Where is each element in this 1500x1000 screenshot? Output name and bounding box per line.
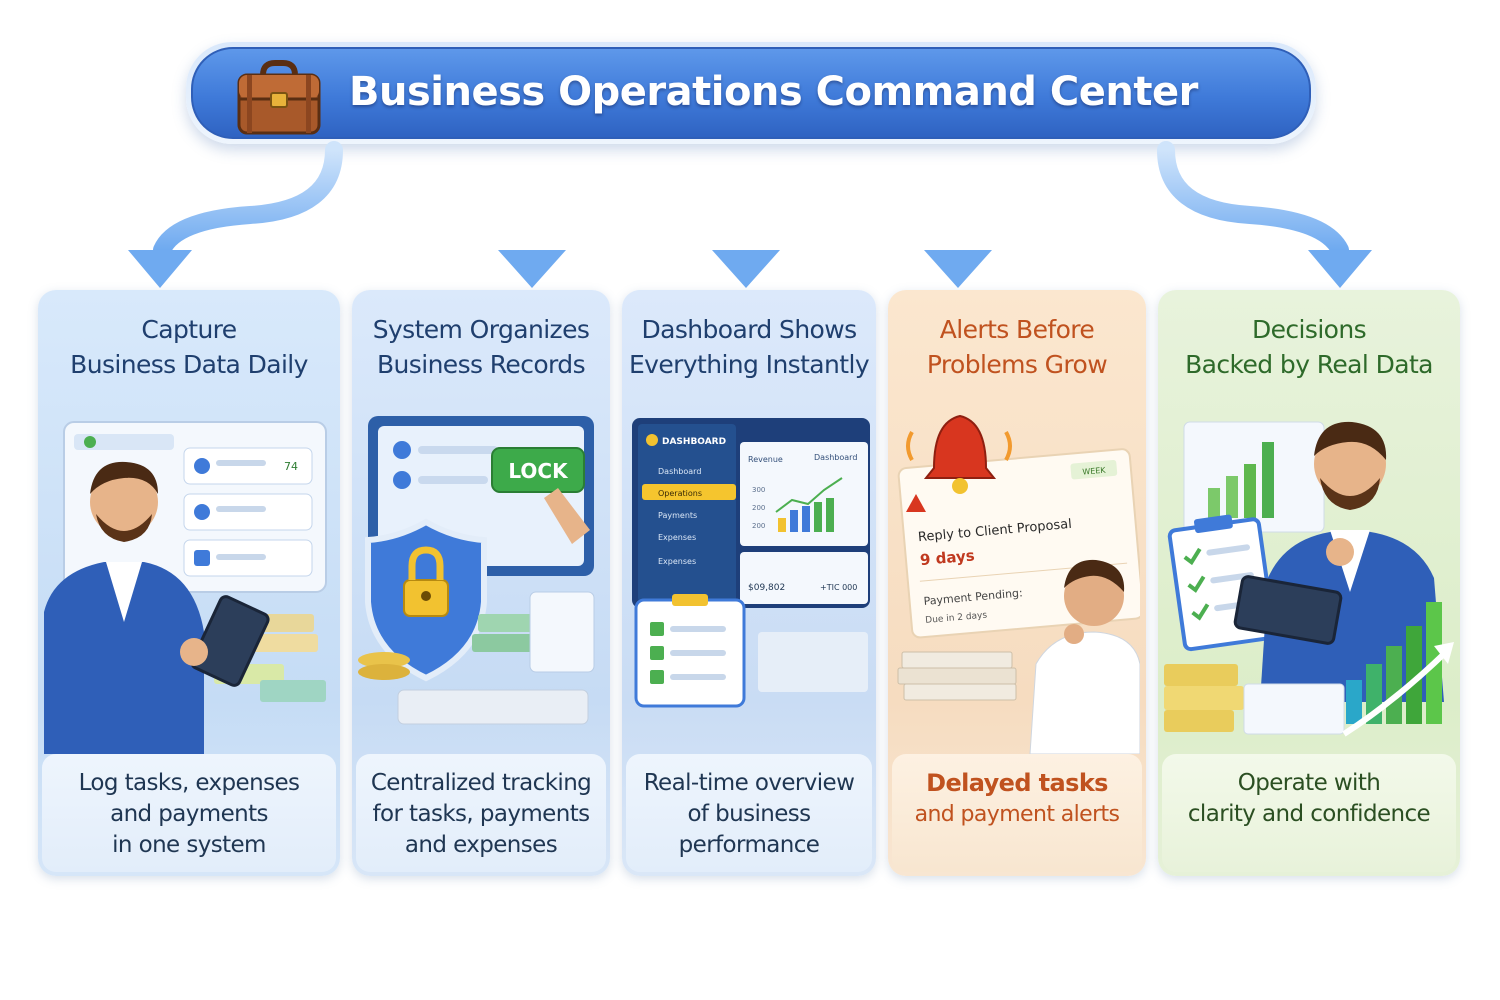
arrow-1 [153,141,343,259]
tablet-icon [1233,575,1343,645]
person-head [1314,428,1386,500]
header-bar: Business Operations Command Center [191,47,1311,139]
value-label: 74 [284,460,298,473]
warning-icon [906,494,926,512]
flow-arrows [128,141,1372,288]
card-title: System Organizes Business Records [352,312,610,382]
arrow-4-head [924,250,992,288]
organize-illustration: LOCK [358,416,595,725]
menu-item: Dashboard [658,467,701,476]
page-title: Business Operations Command Center [349,69,1198,115]
caption-line: and expenses [404,832,558,858]
check-icon [84,436,96,448]
caption-line: in one system [112,832,266,858]
dashboard-illustration: DASHBOARD Dashboard Operations Payments … [632,418,870,708]
bell-icon [906,414,1012,494]
revenue-label: Revenue [748,455,783,464]
card-title: Capture Business Data Daily [38,312,340,382]
caption-line: for tasks, payments [372,801,591,827]
card-title-line: Decisions [1251,315,1367,344]
step-card-dashboard: Dashboard Shows Everything Instantly DAS… [622,290,876,876]
card-title: Alerts Before Problems Grow [888,312,1146,382]
caption-line: Centralized tracking [370,770,592,796]
briefcase-icon [237,60,321,135]
caption-line: performance [678,832,820,858]
status-badge: WEEK [1082,466,1107,477]
capture-illustration: 74 [44,421,327,754]
caption-line: clarity and confidence [1187,801,1431,827]
download-icon [194,458,210,474]
person-head [90,468,158,536]
arrow-5-head [1308,250,1372,288]
lock-button [491,447,585,493]
arrow-1-head [128,250,192,288]
sidebar-title: DASHBOARD [662,437,726,447]
step-card-capture: Capture Business Data Daily 74 Log tasks… [38,290,340,876]
card-title-line: Everything Instantly [628,350,870,379]
thumbs-up-icon [1326,538,1354,566]
card-title-line: System Organizes [372,315,590,344]
menu-item: Payments [658,511,697,520]
card-caption: Centralized tracking for tasks, payments… [356,754,606,872]
check-icon [393,441,411,459]
menu-item-active: Operations [658,489,702,498]
header-banner: Business Operations Command Center [186,42,1316,144]
axis-label: 300 [752,486,765,494]
card-title-line: Backed by Real Data [1185,350,1433,379]
caption-line: Delayed tasks [926,769,1108,797]
card-caption: Real-time overview of business performan… [626,754,872,872]
card-title-line: Problems Grow [926,350,1108,379]
card-title-line: Business Data Daily [70,350,308,379]
step-card-alerts: Alerts Before Problems Grow WEEK Reply t… [888,290,1146,876]
step-card-decisions: Decisions Backed by Real Data [1158,290,1460,876]
card-caption: Delayed tasks and payment alerts [892,754,1142,872]
caption-line: Operate with [1237,770,1381,796]
alerts-illustration: WEEK Reply to Client Proposal 9 days Pay… [897,414,1140,754]
caption-line: Log tasks, expenses [78,770,300,796]
warning-icon [646,434,658,446]
card-title: Decisions Backed by Real Data [1158,312,1460,382]
axis-label: 200 [752,504,765,512]
card-caption: Log tasks, expenses and payments in one … [42,754,336,872]
menu-item: Expenses [658,533,696,542]
card-caption: Operate with clarity and confidence [1162,754,1456,872]
decisions-illustration [1164,421,1454,737]
person-head [1064,566,1124,626]
caption-line: of business [687,801,811,827]
caption-line: Real-time overview [643,770,855,796]
step-card-organize: System Organizes Business Records LOCK C… [352,290,610,876]
axis-label: 200 [752,522,765,530]
dashboard-label: Dashboard [814,453,857,462]
arrow-2-head [498,250,566,288]
metric-value: $09,802 [748,583,785,593]
lock-button-label: LOCK [508,459,569,483]
card-title-line: Alerts Before [939,315,1095,344]
arrow-3-head [712,250,780,288]
card-title-line: Business Records [377,350,586,379]
metric-value: +TIC 000 [820,583,857,592]
caption-line: and payments [110,801,268,827]
days-label: 9 days [919,546,975,569]
card-title: Dashboard Shows Everything Instantly [622,312,876,382]
menu-item: Expenses [658,557,696,566]
caption-line: and payment alerts [914,802,1120,827]
arrow-5 [1157,141,1349,259]
card-title-line: Capture [141,315,237,344]
card-title-line: Dashboard Shows [641,315,857,344]
